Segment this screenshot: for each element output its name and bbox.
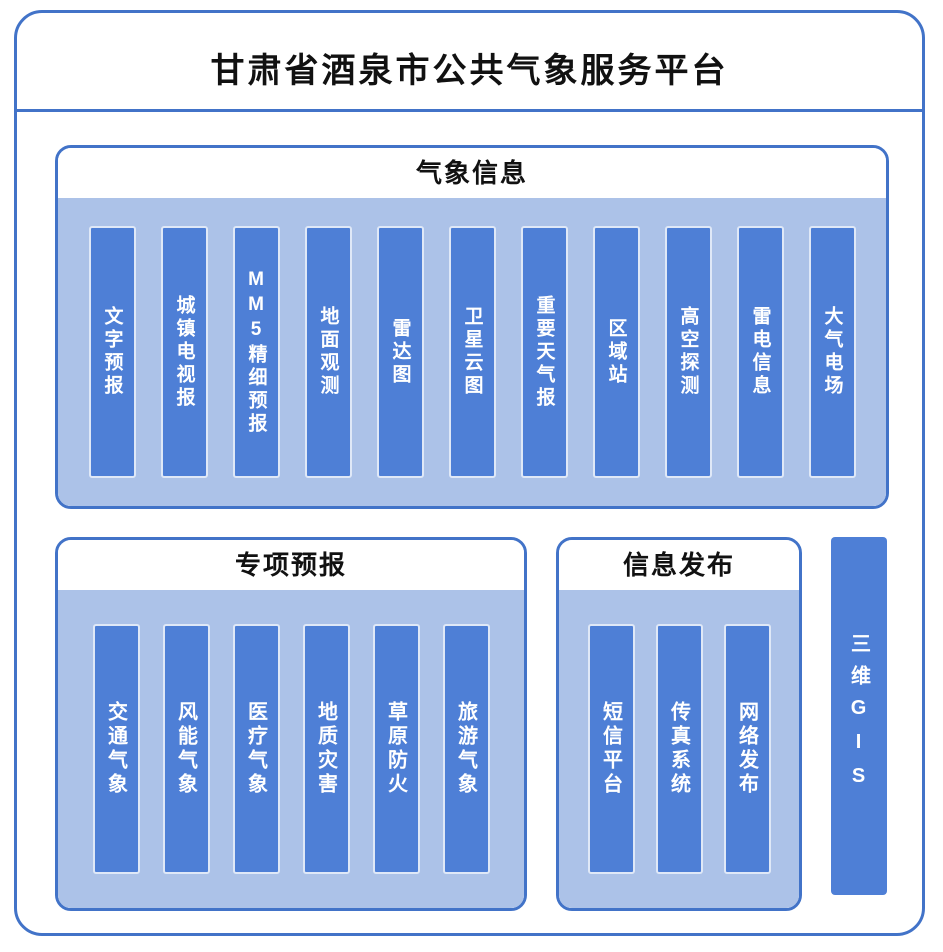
weather-info-item: 高空探测 — [664, 226, 712, 478]
info-release-item: 短信平台 — [587, 624, 635, 874]
title-divider — [17, 109, 922, 112]
special-forecast-item: 医疗气象 — [232, 624, 280, 874]
special-forecast-item: 旅游气象 — [442, 624, 490, 874]
section-special-forecast-title: 专项预报 — [58, 540, 524, 590]
weather-info-item: 地面观测 — [304, 226, 352, 478]
section-weather-info-title: 气象信息 — [58, 148, 886, 198]
weather-info-item: 雷达图 — [376, 226, 424, 478]
section-special-forecast: 专项预报 交通气象风能气象医疗气象地质灾害草原防火旅游气象 — [55, 537, 527, 911]
gis-3d-bar: 三维GIS — [831, 537, 887, 895]
weather-info-item: 文字预报 — [88, 226, 136, 478]
section-info-release: 信息发布 短信平台传真系统网络发布 — [556, 537, 802, 911]
section-info-release-title: 信息发布 — [559, 540, 799, 590]
section-weather-info-body: 文字预报城镇电视报 MM5精细预报地面观测雷达图卫星云图重要天气报区域站高空探测雷… — [58, 198, 886, 506]
special-forecast-item: 草原防火 — [372, 624, 420, 874]
special-forecast-item: 交通气象 — [92, 624, 140, 874]
weather-info-item: 大气电场 — [808, 226, 856, 478]
info-release-item: 网络发布 — [723, 624, 771, 874]
weather-info-item: 城镇电视报 — [160, 226, 208, 478]
section-weather-info: 气象信息 文字预报城镇电视报 MM5精细预报地面观测雷达图卫星云图重要天气报区域站… — [55, 145, 889, 509]
section-info-release-body: 短信平台传真系统网络发布 — [559, 590, 799, 908]
weather-info-item: 区域站 — [592, 226, 640, 478]
page-title: 甘肃省酒泉市公共气象服务平台 — [210, 52, 729, 90]
weather-info-item: 卫星云图 — [448, 226, 496, 478]
section-special-forecast-body: 交通气象风能气象医疗气象地质灾害草原防火旅游气象 — [58, 590, 524, 908]
platform-container: 甘肃省酒泉市公共气象服务平台 气象信息 文字预报城镇电视报 MM5精细预报地面观测… — [14, 10, 925, 936]
weather-info-item: 雷电信息 — [736, 226, 784, 478]
special-forecast-item: 地质灾害 — [302, 624, 350, 874]
info-release-item: 传真系统 — [655, 624, 703, 874]
weather-info-item: 重要天气报 — [520, 226, 568, 478]
special-forecast-item: 风能气象 — [162, 624, 210, 874]
weather-info-item: MM5精细预报 — [232, 226, 280, 478]
